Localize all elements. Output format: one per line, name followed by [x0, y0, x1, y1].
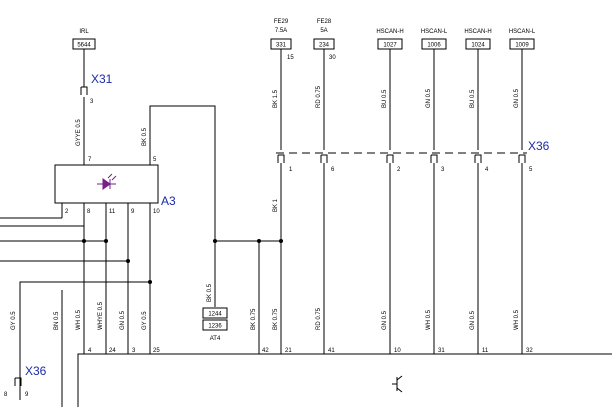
a3-pin-9: 9 — [131, 209, 135, 215]
wire-bk05-top — [149, 105, 216, 241]
x36-pin-5: 5 — [529, 167, 533, 173]
x36-bottom-label: X36 — [25, 364, 47, 378]
hscan-h-2-label: HSCAN-H — [464, 29, 491, 35]
lower-component-outline — [77, 353, 612, 407]
transistor-icon — [392, 375, 403, 393]
x36-pin-3: 3 — [441, 167, 445, 173]
hscan-h-1-label: HSCAN-H — [376, 29, 403, 35]
irl-code: 5644 — [77, 43, 91, 49]
wire-label-bu05-a: BU 0.5 — [382, 89, 388, 108]
wire-left-4 — [19, 281, 150, 400]
wire-label-gn05-e: GN 0.5 — [470, 310, 476, 330]
bottom-pin-21: 21 — [285, 348, 292, 354]
bottom-pin-25: 25 — [153, 348, 160, 354]
at4-code-box-2 — [202, 319, 228, 331]
wire-label-rd075-b: RD 0.75 — [316, 307, 322, 330]
x31-label: X31 — [91, 72, 113, 86]
wire-label-rd075: RD 0.75 — [316, 85, 322, 108]
wire-label-whye: WHYE 0.5 — [98, 301, 104, 330]
x36-pin-4: 4 — [485, 167, 489, 173]
bottom-pin-24: 24 — [109, 348, 116, 354]
wire-label-bk05: BK 0.5 — [142, 127, 148, 146]
fe28-rating: 5A — [320, 28, 327, 34]
wire-label-bk15: BK 1.5 — [273, 89, 279, 108]
a3-pin-8: 8 — [87, 209, 91, 215]
x36-bottom-pin-8: 8 — [4, 392, 8, 398]
fe29-rating: 7.5A — [275, 28, 287, 34]
wire-label-gn05-b: GN 0.5 — [514, 88, 520, 108]
wire-label-gyye: GYYE 0.5 — [76, 119, 82, 146]
junction-dot-b — [104, 239, 108, 243]
wire-label-gn05-c: GN 0.5 — [120, 310, 126, 330]
a3-pin-5: 5 — [153, 157, 157, 163]
x36-pin-6: 6 — [331, 167, 335, 173]
a3-pin-11: 11 — [109, 209, 116, 215]
at4-code-box-1 — [202, 307, 228, 319]
hscan-l-2-code: 1009 — [515, 43, 529, 49]
junction-dot-a — [82, 239, 86, 243]
x36-pin-glyphs — [277, 154, 526, 163]
wire-label-gy05-b: GY 0.5 — [142, 311, 148, 330]
wire-label-gn05-a: GN 0.5 — [426, 88, 432, 108]
bottom-pin-4: 4 — [88, 348, 92, 354]
hscan-l-1-label: HSCAN-L — [421, 29, 448, 35]
led-icon — [97, 173, 117, 190]
x31-connector-icon — [80, 86, 88, 95]
bottom-pin-11: 11 — [482, 348, 489, 354]
x36-pin-1: 1 — [289, 167, 293, 173]
bottom-pin-10: 10 — [394, 348, 401, 354]
wire-label-wh05-c: WH 0.5 — [514, 309, 520, 330]
x31-pin: 3 — [90, 99, 94, 105]
x36-top-label: X36 — [528, 139, 550, 153]
fe28-code: 234 — [319, 43, 330, 49]
wire-label-bk05-b: BK 0.5 — [207, 283, 213, 302]
wire-label-gn05-d: GN 0.5 — [382, 310, 388, 330]
bottom-pin-41: 41 — [328, 348, 335, 354]
fe28-label: FE28 — [317, 19, 332, 25]
fe28-pin: 30 — [329, 55, 336, 61]
x36-bottom-connector-icon — [14, 377, 22, 386]
wire-label-bn05: BN 0.5 — [54, 311, 60, 330]
fe29-code: 331 — [276, 43, 287, 49]
hscan-l-2-label: HSCAN-L — [509, 29, 536, 35]
irl-label: IRL — [79, 29, 89, 35]
at4-label: AT4 — [210, 336, 221, 342]
junction-dot-d — [148, 280, 152, 284]
wire-label-gy05-a: GY 0.5 — [11, 311, 17, 330]
a3-pin-2: 2 — [65, 209, 69, 215]
junction-dot-c — [126, 259, 130, 263]
at4-code-1: 1244 — [208, 312, 222, 318]
wire-label-bk075-b: BK 0.75 — [273, 308, 279, 330]
x36-pin-2: 2 — [397, 167, 401, 173]
wire-label-bk1: BK 1 — [273, 198, 279, 212]
bottom-pin-3: 3 — [132, 348, 136, 354]
bottom-pin-31: 31 — [438, 348, 445, 354]
hscan-h-2-code: 1024 — [471, 43, 485, 49]
bottom-pin-32: 32 — [526, 348, 533, 354]
at4-code-2: 1236 — [208, 324, 222, 330]
hscan-l-1-code: 1006 — [427, 43, 441, 49]
fe29-pin: 15 — [287, 55, 294, 61]
x36-bottom-pin-9: 9 — [25, 392, 29, 398]
a3-pin-10: 10 — [153, 209, 160, 215]
wire-label-wh05-a: WH 0.5 — [76, 309, 82, 330]
a3-pin-7: 7 — [88, 157, 92, 163]
module-a3-label: A3 — [161, 194, 176, 208]
fe29-label: FE29 — [274, 19, 289, 25]
wire-label-bk075-a: BK 0.75 — [251, 308, 257, 330]
wire-label-wh05-b: WH 0.5 — [426, 309, 432, 330]
hscan-h-1-code: 1027 — [383, 43, 397, 49]
wire-label-bu05-b: BU 0.5 — [470, 89, 476, 108]
splice-dot-3 — [279, 239, 283, 243]
bottom-pin-42: 42 — [262, 348, 269, 354]
